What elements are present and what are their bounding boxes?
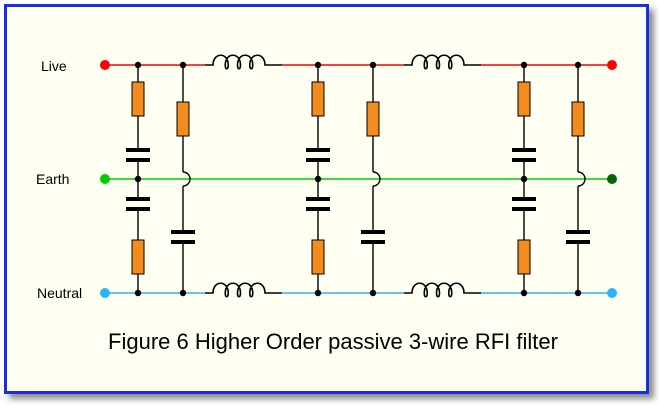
resistor-xcap-2 — [366, 101, 380, 137]
earth-terminal-out — [607, 174, 617, 184]
capacitor-earth-neutral-2-plate-a — [306, 197, 330, 201]
junction — [179, 289, 187, 297]
neutral-terminal-out — [607, 288, 617, 298]
capacitor-live-earth-1-plate-b — [126, 158, 150, 162]
capacitor-live-earth-3-plate-a — [512, 148, 536, 152]
resistor-neutral-3 — [517, 239, 531, 275]
resistor-xcap-3 — [571, 101, 585, 137]
capacitor-earth-neutral-3-plate-a — [512, 197, 536, 201]
resistor-neutral-2 — [311, 239, 325, 275]
resistor-neutral-1 — [131, 239, 145, 275]
capacitor-live-neutral-1-plate-a — [171, 230, 195, 234]
earth-label: Earth — [36, 171, 69, 187]
capacitor-earth-neutral-1-plate-b — [126, 207, 150, 211]
earth-crossover — [372, 171, 381, 187]
resistor-live-3 — [517, 81, 531, 117]
junction — [134, 289, 142, 297]
capacitor-live-neutral-1-plate-b — [171, 240, 195, 244]
junction — [314, 289, 322, 297]
junction — [520, 61, 528, 69]
junction — [369, 289, 377, 297]
live-label: Live — [41, 58, 67, 74]
earth-crossover — [182, 171, 191, 187]
junction — [574, 61, 582, 69]
capacitor-earth-neutral-3-plate-b — [512, 207, 536, 211]
capacitor-live-earth-2-plate-b — [306, 158, 330, 162]
live-terminal-in — [100, 60, 110, 70]
junction — [369, 61, 377, 69]
junctions — [100, 60, 617, 298]
earth-terminal-in — [100, 174, 110, 184]
junction — [134, 61, 142, 69]
junction — [520, 175, 528, 183]
figure-caption: Figure 6 Higher Order passive 3-wire RFI… — [108, 329, 558, 354]
neutral-inductor-2 — [404, 282, 481, 298]
resistor-live-1 — [131, 81, 145, 117]
junction — [314, 175, 322, 183]
resistor-live-2 — [311, 81, 325, 117]
capacitor-live-neutral-3-plate-b — [566, 240, 590, 244]
components — [126, 54, 590, 298]
capacitor-live-neutral-2-plate-a — [361, 230, 385, 234]
capacitor-live-earth-3-plate-b — [512, 158, 536, 162]
junction — [574, 289, 582, 297]
wires — [105, 64, 612, 294]
neutral-label: Neutral — [37, 285, 82, 301]
neutral-inductor-1 — [205, 282, 282, 298]
capacitor-earth-neutral-2-plate-b — [306, 207, 330, 211]
capacitor-live-neutral-3-plate-a — [566, 230, 590, 234]
capacitor-earth-neutral-1-plate-a — [126, 197, 150, 201]
live-inductor-2 — [404, 54, 481, 70]
capacitor-live-earth-1-plate-a — [126, 148, 150, 152]
live-inductor-1 — [205, 54, 282, 70]
junction — [179, 61, 187, 69]
earth-crossover — [577, 171, 586, 187]
live-terminal-out — [607, 60, 617, 70]
capacitor-live-earth-2-plate-a — [306, 148, 330, 152]
resistor-xcap-1 — [176, 101, 190, 137]
neutral-terminal-in — [100, 288, 110, 298]
junction — [314, 61, 322, 69]
junction — [134, 175, 142, 183]
junction — [520, 289, 528, 297]
capacitor-live-neutral-2-plate-b — [361, 240, 385, 244]
